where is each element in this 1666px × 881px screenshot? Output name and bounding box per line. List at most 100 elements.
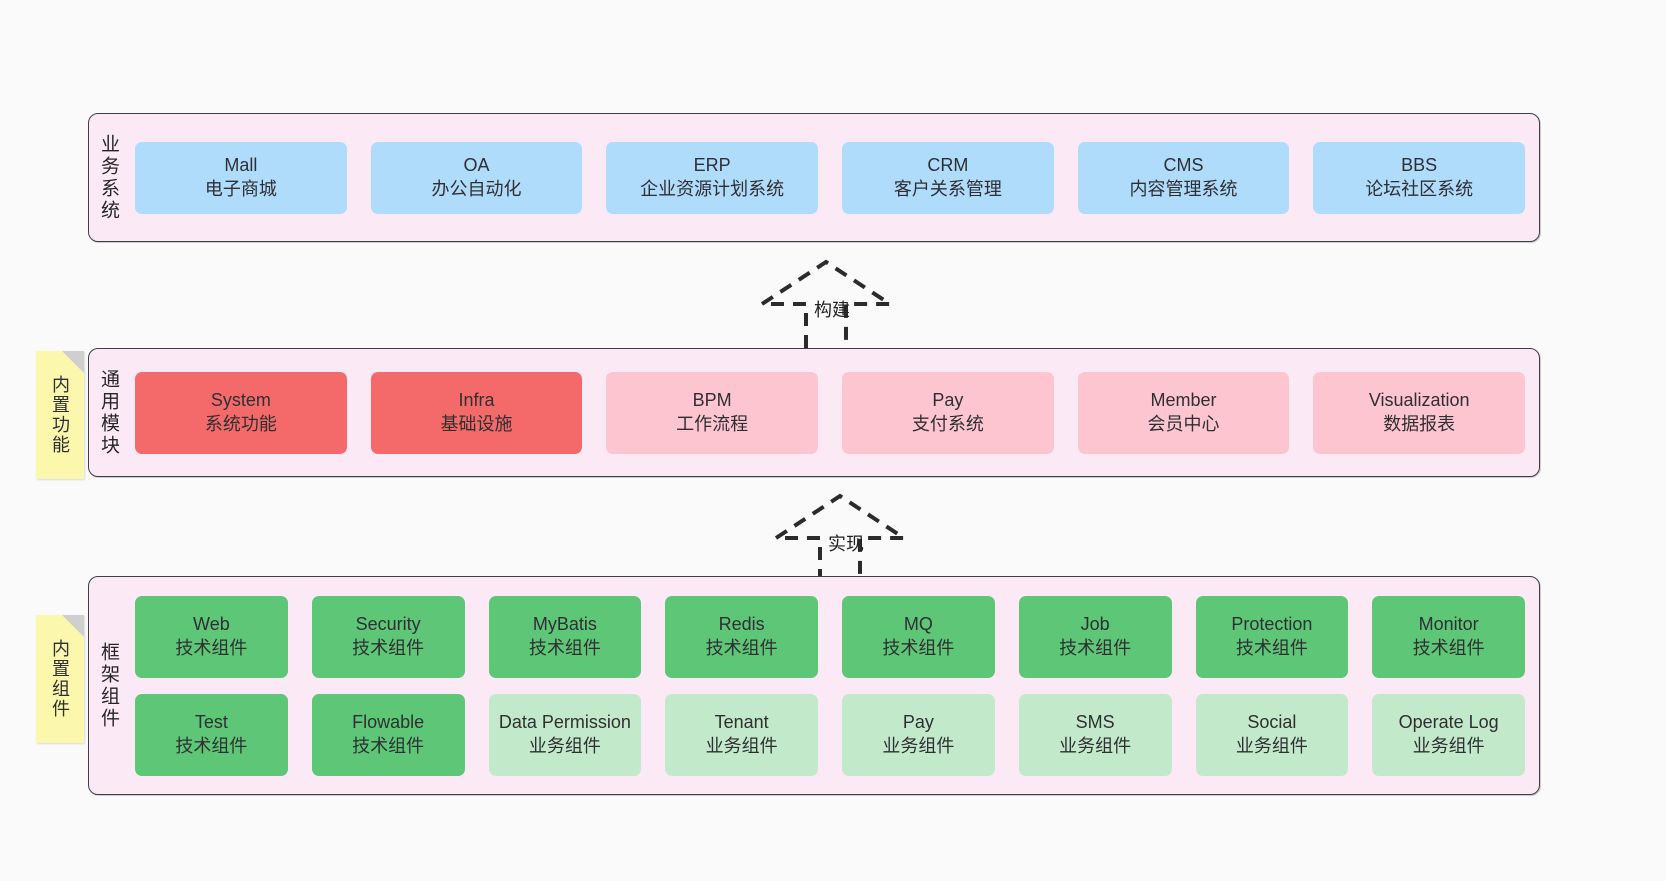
card-subtitle: 技术组件 — [1235, 637, 1308, 658]
card-subtitle: 系统功能 — [204, 413, 277, 434]
card-mq[interactable]: MQ 技术组件 — [842, 595, 995, 678]
card-data-permission[interactable]: Data Permission 业务组件 — [488, 693, 642, 776]
card-title: OA — [463, 155, 490, 176]
card-subtitle: 办公自动化 — [431, 178, 522, 199]
card-pay-business[interactable]: Pay 业务组件 — [842, 693, 995, 776]
card-infra[interactable]: Infra 基础设施 — [370, 371, 583, 454]
layer-title-business: 业务系统 — [97, 133, 119, 222]
card-title: BBS — [1401, 155, 1438, 176]
card-subtitle: 内容管理系统 — [1129, 178, 1238, 199]
card-title: Data Permission — [498, 712, 631, 733]
arrow-implement: 实现 — [766, 492, 914, 584]
card-subtitle: 支付系统 — [911, 413, 984, 434]
card-title: Infra — [458, 390, 495, 411]
card-social[interactable]: Social 业务组件 — [1195, 693, 1349, 776]
card-title: Mall — [224, 155, 258, 176]
arrow-label-implement: 实现 — [828, 534, 864, 554]
layer-title-framework: 框架组件 — [97, 641, 119, 730]
card-subtitle: 业务组件 — [1412, 735, 1485, 756]
card-title: MQ — [903, 614, 933, 635]
note-builtin-function: 内置功能 — [36, 351, 84, 479]
card-monitor[interactable]: Monitor 技术组件 — [1372, 595, 1525, 678]
card-system[interactable]: System 系统功能 — [135, 371, 347, 454]
card-subtitle: 论坛社区系统 — [1365, 178, 1474, 199]
card-row: Test 技术组件 Flowable 技术组件 Data Permission … — [135, 693, 1525, 776]
layer-body-framework: Web 技术组件 Security 技术组件 MyBatis 技术组件 Redi… — [127, 577, 1539, 794]
layer-title-common: 通用模块 — [97, 368, 119, 457]
card-title: Test — [194, 712, 228, 733]
card-subtitle: 技术组件 — [1412, 637, 1485, 658]
card-redis[interactable]: Redis 技术组件 — [665, 595, 818, 678]
card-title: BPM — [692, 390, 732, 411]
layer-framework-component: 框架组件 Web 技术组件 Security 技术组件 MyBatis 技术组件… — [88, 576, 1540, 795]
note-label: 内置功能 — [50, 375, 70, 455]
card-subtitle: 技术组件 — [882, 637, 955, 658]
card-title: Member — [1150, 390, 1217, 411]
card-subtitle: 技术组件 — [705, 637, 778, 658]
card-title: MyBatis — [532, 614, 597, 635]
layer-body-common: System 系统功能 Infra 基础设施 BPM 工作流程 Pay 支付系统… — [127, 349, 1539, 476]
card-mall[interactable]: Mall 电子商城 — [135, 141, 347, 214]
card-subtitle: 业务组件 — [705, 735, 778, 756]
card-mybatis[interactable]: MyBatis 技术组件 — [488, 595, 642, 678]
card-title: Protection — [1231, 614, 1313, 635]
card-bbs[interactable]: BBS 论坛社区系统 — [1313, 141, 1526, 214]
arrow-build: 构建 — [752, 258, 900, 350]
card-title: Web — [193, 614, 230, 635]
layer-business-system: 业务系统 Mall 电子商城 OA 办公自动化 ERP 企业资源计划系统 CRM… — [88, 113, 1540, 242]
card-erp[interactable]: ERP 企业资源计划系统 — [606, 141, 819, 214]
card-subtitle: 会员中心 — [1147, 413, 1220, 434]
card-title: Security — [355, 614, 421, 635]
card-title: Pay — [902, 712, 934, 733]
card-security[interactable]: Security 技术组件 — [311, 595, 465, 678]
card-title: Redis — [718, 614, 765, 635]
card-title: ERP — [693, 155, 731, 176]
card-bpm[interactable]: BPM 工作流程 — [606, 371, 819, 454]
card-title: Social — [1247, 712, 1297, 733]
card-title: Operate Log — [1398, 712, 1499, 733]
card-row: System 系统功能 Infra 基础设施 BPM 工作流程 Pay 支付系统… — [135, 371, 1526, 454]
card-title: Tenant — [714, 712, 769, 733]
card-subtitle: 技术组件 — [528, 637, 601, 658]
card-operate-log[interactable]: Operate Log 业务组件 — [1372, 693, 1525, 776]
card-subtitle: 技术组件 — [175, 637, 248, 658]
card-title: Monitor — [1418, 614, 1479, 635]
card-title: Pay — [932, 390, 964, 411]
card-title: Flowable — [352, 712, 425, 733]
card-visualization[interactable]: Visualization 数据报表 — [1313, 371, 1526, 454]
card-subtitle: 业务组件 — [528, 735, 601, 756]
card-title: SMS — [1075, 712, 1115, 733]
card-test[interactable]: Test 技术组件 — [135, 693, 288, 776]
card-flowable[interactable]: Flowable 技术组件 — [311, 693, 465, 776]
card-oa[interactable]: OA 办公自动化 — [370, 141, 583, 214]
card-cms[interactable]: CMS 内容管理系统 — [1077, 141, 1290, 214]
card-title: Visualization — [1368, 390, 1470, 411]
note-label: 内置组件 — [50, 639, 70, 719]
card-row: Web 技术组件 Security 技术组件 MyBatis 技术组件 Redi… — [135, 595, 1525, 678]
card-subtitle: 客户关系管理 — [893, 178, 1002, 199]
card-subtitle: 电子商城 — [204, 178, 277, 199]
card-title: Job — [1080, 614, 1110, 635]
card-subtitle: 业务组件 — [1235, 735, 1308, 756]
card-protection[interactable]: Protection 技术组件 — [1195, 595, 1349, 678]
card-subtitle: 基础设施 — [440, 413, 513, 434]
card-pay[interactable]: Pay 支付系统 — [842, 371, 1054, 454]
card-sms[interactable]: SMS 业务组件 — [1018, 693, 1172, 776]
card-row: Mall 电子商城 OA 办公自动化 ERP 企业资源计划系统 CRM 客户关系… — [135, 141, 1526, 214]
card-member[interactable]: Member 会员中心 — [1077, 371, 1290, 454]
note-builtin-component: 内置组件 — [36, 615, 84, 743]
card-job[interactable]: Job 技术组件 — [1018, 595, 1172, 678]
arrow-label-build: 构建 — [814, 300, 850, 320]
card-subtitle: 技术组件 — [352, 637, 425, 658]
card-crm[interactable]: CRM 客户关系管理 — [842, 141, 1054, 214]
card-tenant[interactable]: Tenant 业务组件 — [665, 693, 818, 776]
layer-common-module: 通用模块 System 系统功能 Infra 基础设施 BPM 工作流程 Pay… — [88, 348, 1540, 477]
card-subtitle: 工作流程 — [676, 413, 749, 434]
card-subtitle: 技术组件 — [1059, 637, 1132, 658]
card-web[interactable]: Web 技术组件 — [135, 595, 288, 678]
card-subtitle: 技术组件 — [352, 735, 425, 756]
card-title: CMS — [1163, 155, 1204, 176]
card-subtitle: 数据报表 — [1383, 413, 1456, 434]
card-title: CRM — [927, 155, 969, 176]
